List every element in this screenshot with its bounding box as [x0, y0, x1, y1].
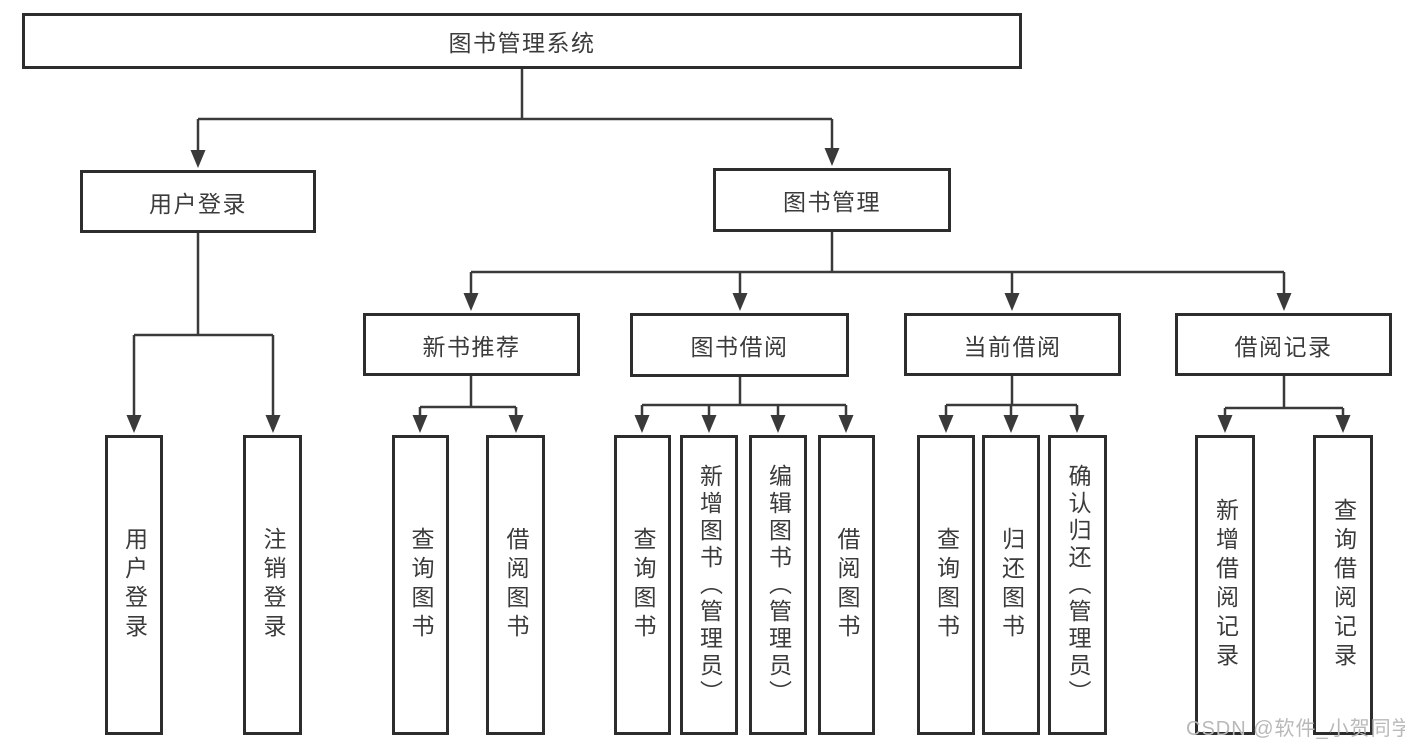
node-user-login-label: 用户登录: [149, 190, 247, 217]
leaf-newbooks-query-label: 查询图书: [408, 527, 434, 643]
leaf-currentborrow-query-label: 查询图书: [933, 527, 960, 643]
leaf-bookborrow-query-label: 查询图书: [630, 527, 656, 643]
leaf-bookborrow-edit: 编辑图书（管理员）: [749, 435, 807, 735]
leaf-logout: 注销登录: [243, 435, 302, 735]
leaf-bookborrow-add: 新增图书（管理员）: [680, 435, 738, 735]
node-user-login: 用户登录: [80, 170, 316, 233]
leaf-currentborrow-confirm-label: 确认归还（管理员）: [1065, 463, 1091, 707]
node-book-borrow: 图书借阅: [630, 313, 849, 377]
leaf-bookborrow-query: 查询图书: [614, 435, 671, 735]
csdn-watermark: CSDN @软件_小贺同学: [1186, 718, 1405, 740]
node-root-label: 图书管理系统: [448, 30, 596, 56]
leaf-currentborrow-return: 归还图书: [982, 435, 1040, 735]
leaf-user-login-label: 用户登录: [121, 527, 148, 643]
leaf-currentborrow-return-label: 归还图书: [998, 527, 1025, 643]
node-book-mgmt: 图书管理: [713, 168, 951, 232]
leaf-records-query: 查询借阅记录: [1313, 435, 1373, 735]
leaf-newbooks-query: 查询图书: [392, 435, 449, 735]
leaf-bookborrow-borrow-label: 借阅图书: [834, 527, 860, 643]
node-book-mgmt-label: 图书管理: [783, 189, 881, 215]
leaf-records-add: 新增借阅记录: [1195, 435, 1255, 735]
node-root: 图书管理系统: [22, 13, 1022, 69]
leaf-newbooks-borrow-label: 借阅图书: [503, 527, 529, 643]
node-borrow-records: 借阅记录: [1175, 313, 1392, 376]
leaf-records-add-label: 新增借阅记录: [1212, 498, 1239, 672]
leaf-currentborrow-confirm: 确认归还（管理员）: [1048, 435, 1107, 735]
node-book-borrow-label: 图书借阅: [690, 334, 789, 360]
node-current-borrow: 当前借阅: [904, 313, 1121, 376]
leaf-records-query-label: 查询借阅记录: [1330, 498, 1357, 672]
leaf-logout-label: 注销登录: [260, 527, 286, 643]
leaf-bookborrow-add-label: 新增图书（管理员）: [696, 463, 723, 707]
node-current-borrow-label: 当前借阅: [963, 333, 1062, 360]
leaf-currentborrow-query: 查询图书: [917, 435, 975, 735]
node-new-books-label: 新书推荐: [422, 333, 521, 360]
leaf-bookborrow-edit-label: 编辑图书（管理员）: [765, 463, 792, 707]
node-new-books: 新书推荐: [363, 313, 580, 376]
node-borrow-records-label: 借阅记录: [1234, 333, 1333, 360]
leaf-newbooks-borrow: 借阅图书: [486, 435, 545, 735]
leaf-bookborrow-borrow: 借阅图书: [818, 435, 875, 735]
leaf-user-login: 用户登录: [105, 435, 163, 735]
